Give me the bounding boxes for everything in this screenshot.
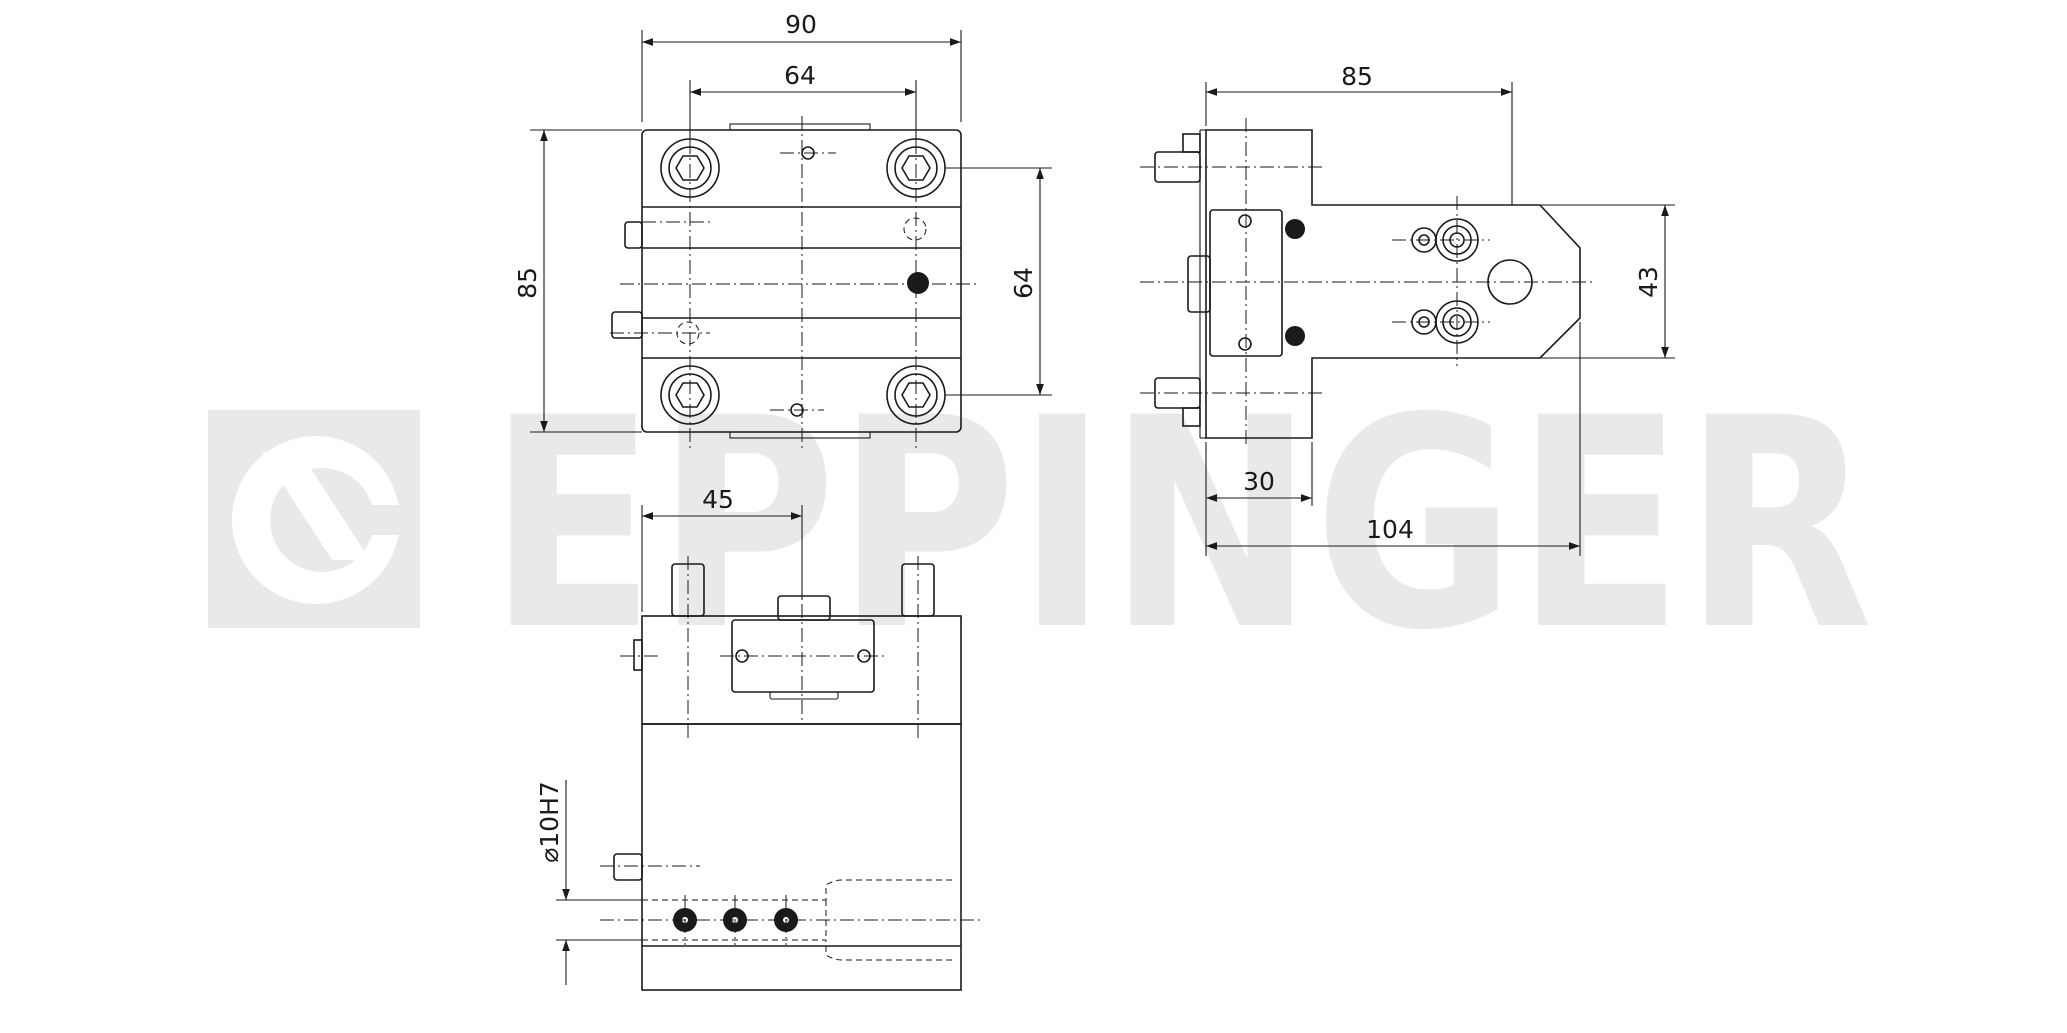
front-view-dimensions: 45 ⌀10H7 [535,485,803,985]
top-view-dimensions: 90 64 85 64 [513,10,1052,433]
dim-side-width: 85 [1341,62,1373,91]
front-view-lower-body [641,723,962,991]
dim-top-inner-height: 64 [1009,267,1038,299]
side-view [1140,118,1595,448]
front-view [600,556,980,991]
dim-side-height: 43 [1634,266,1663,298]
corner-screws [660,138,946,425]
watermark-logo-cut [262,452,370,560]
dim-top-width: 90 [785,10,817,39]
side-view-body [1205,129,1581,439]
side-view-dimensions: 85 43 30 104 [1205,62,1675,556]
dim-front-offset: 45 [702,485,734,514]
dim-side-offset: 30 [1243,467,1275,496]
watermark: EPPINGER [208,357,1873,694]
dim-side-total: 104 [1366,515,1414,544]
dim-top-height: 85 [513,267,542,299]
dim-bore: ⌀10H7 [535,781,564,863]
top-view [610,116,978,448]
watermark-text: EPPINGER [488,357,1873,694]
dim-top-inner-width: 64 [784,61,816,90]
